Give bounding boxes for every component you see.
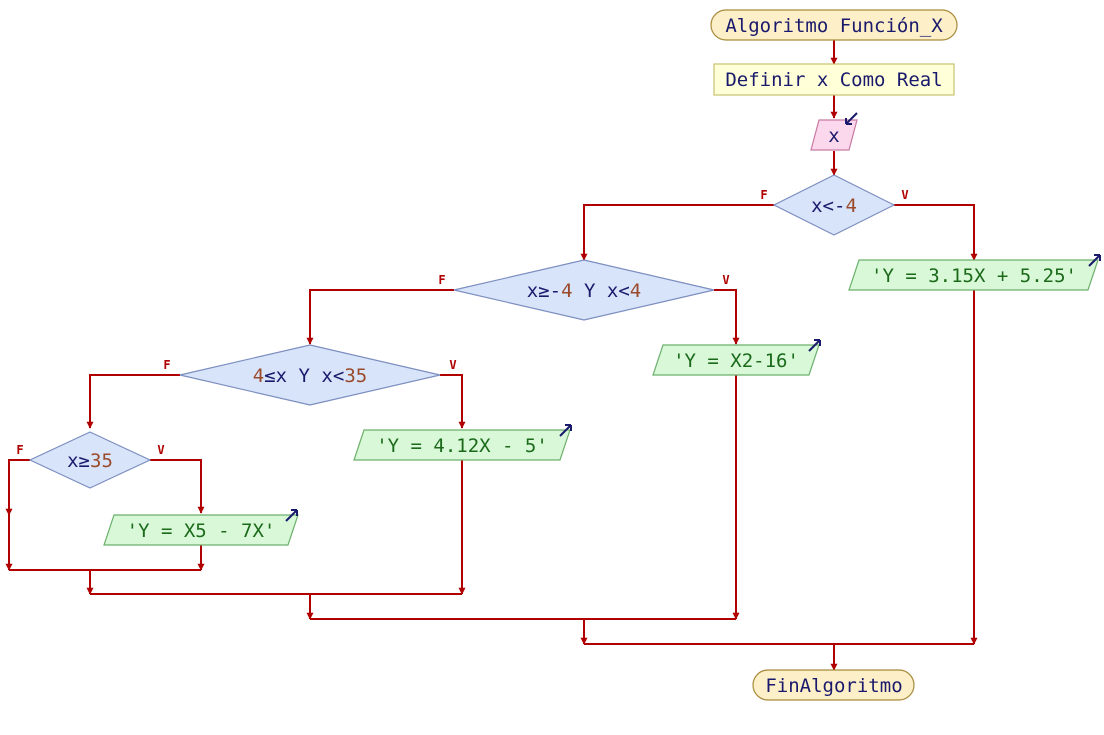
decision-3-expression-segment: ≤x Y x< bbox=[264, 365, 344, 387]
decision-4-expression-segment: x≥ bbox=[67, 450, 90, 472]
read-input: x bbox=[810, 112, 858, 151]
decision-1-true-label: V bbox=[901, 188, 908, 202]
output-3-label: 'Y = 4.12X - 5' bbox=[376, 435, 548, 457]
decision-1-label: x<-4 bbox=[811, 195, 857, 217]
decision-2-false-label: F bbox=[438, 273, 445, 287]
start-terminal-label: Algoritmo Función_X bbox=[725, 15, 943, 37]
end-terminal: FinAlgoritmo bbox=[752, 669, 915, 701]
edge-d4-false bbox=[5, 459, 30, 516]
output-2-label: 'Y = X2-16' bbox=[673, 350, 799, 372]
input-arrow-icon bbox=[845, 112, 858, 125]
decision-2-number-segment: 4 bbox=[630, 280, 641, 302]
decision-4: x≥35 F V bbox=[16, 431, 165, 489]
start-terminal-shape bbox=[710, 9, 958, 41]
decision-2-expression-segment: x≥- bbox=[527, 280, 561, 302]
decision-4-true-label: V bbox=[157, 443, 164, 457]
output-arrow-icon bbox=[808, 339, 821, 352]
decision-3: 4≤x Y x<35 F V bbox=[163, 344, 457, 406]
decision-2-expression-segment: Y x< bbox=[573, 280, 630, 302]
decision-4-shape bbox=[28, 431, 152, 489]
edge-d2-false bbox=[306, 289, 454, 345]
start-terminal: Algoritmo Función_X bbox=[710, 9, 958, 41]
output-arrow-icon bbox=[1088, 254, 1101, 267]
output-arrow-icon bbox=[285, 509, 298, 522]
output-1: 'Y = 3.15X + 5.25' bbox=[848, 254, 1101, 291]
output-1-label: 'Y = 3.15X + 5.25' bbox=[871, 265, 1077, 287]
decision-3-false-label: F bbox=[163, 358, 170, 372]
end-terminal-shape bbox=[752, 669, 915, 701]
edge-d1-false bbox=[580, 204, 774, 261]
decision-4-label: x≥35 bbox=[67, 450, 113, 472]
read-input-shape bbox=[810, 119, 858, 151]
decision-1-shape bbox=[772, 174, 896, 236]
decision-2-label: x≥-4 Y x<4 bbox=[527, 280, 641, 302]
decision-1-false-label: F bbox=[760, 188, 767, 202]
decision-2-shape bbox=[453, 259, 715, 321]
output-1-shape bbox=[848, 259, 1099, 291]
output-2-shape bbox=[652, 344, 820, 376]
edge-d3-false bbox=[86, 374, 180, 429]
definition-process-label: Definir x Como Real bbox=[725, 69, 942, 91]
edge-d1-true bbox=[894, 204, 978, 261]
decision-2-true-label: V bbox=[722, 273, 729, 287]
output-4: 'Y = X5 - 7X' bbox=[103, 509, 299, 546]
output-3-shape bbox=[353, 429, 571, 461]
decision-1: x<-4 F V bbox=[760, 174, 909, 236]
end-terminal-label: FinAlgoritmo bbox=[765, 675, 902, 697]
decision-4-false-label: F bbox=[16, 443, 23, 457]
output-4-shape bbox=[103, 514, 299, 546]
decision-4-number-segment: 35 bbox=[90, 450, 113, 472]
edge-d3-true bbox=[440, 374, 466, 429]
read-input-label: x bbox=[828, 125, 839, 147]
output-arrow-icon bbox=[559, 424, 572, 437]
decision-1-number-segment: 4 bbox=[845, 195, 856, 217]
decision-3-true-label: V bbox=[449, 358, 456, 372]
decision-3-label: 4≤x Y x<35 bbox=[253, 365, 367, 387]
output-2: 'Y = X2-16' bbox=[652, 339, 821, 376]
decision-2-number-segment: 4 bbox=[561, 280, 572, 302]
flow-edges bbox=[5, 40, 978, 671]
edge-d2-true bbox=[714, 289, 740, 345]
edge-d4-true bbox=[150, 459, 205, 514]
definition-process-shape bbox=[713, 63, 955, 96]
decision-3-number-segment: 4 bbox=[253, 365, 264, 387]
decision-1-expression-segment: x<- bbox=[811, 195, 845, 217]
definition-process: Definir x Como Real bbox=[713, 63, 955, 96]
decision-3-shape bbox=[179, 344, 441, 406]
decision-2: x≥-4 Y x<4 F V bbox=[438, 259, 730, 321]
output-4-label: 'Y = X5 - 7X' bbox=[127, 520, 276, 542]
decision-3-number-segment: 35 bbox=[344, 365, 367, 387]
output-3: 'Y = 4.12X - 5' bbox=[353, 424, 572, 461]
